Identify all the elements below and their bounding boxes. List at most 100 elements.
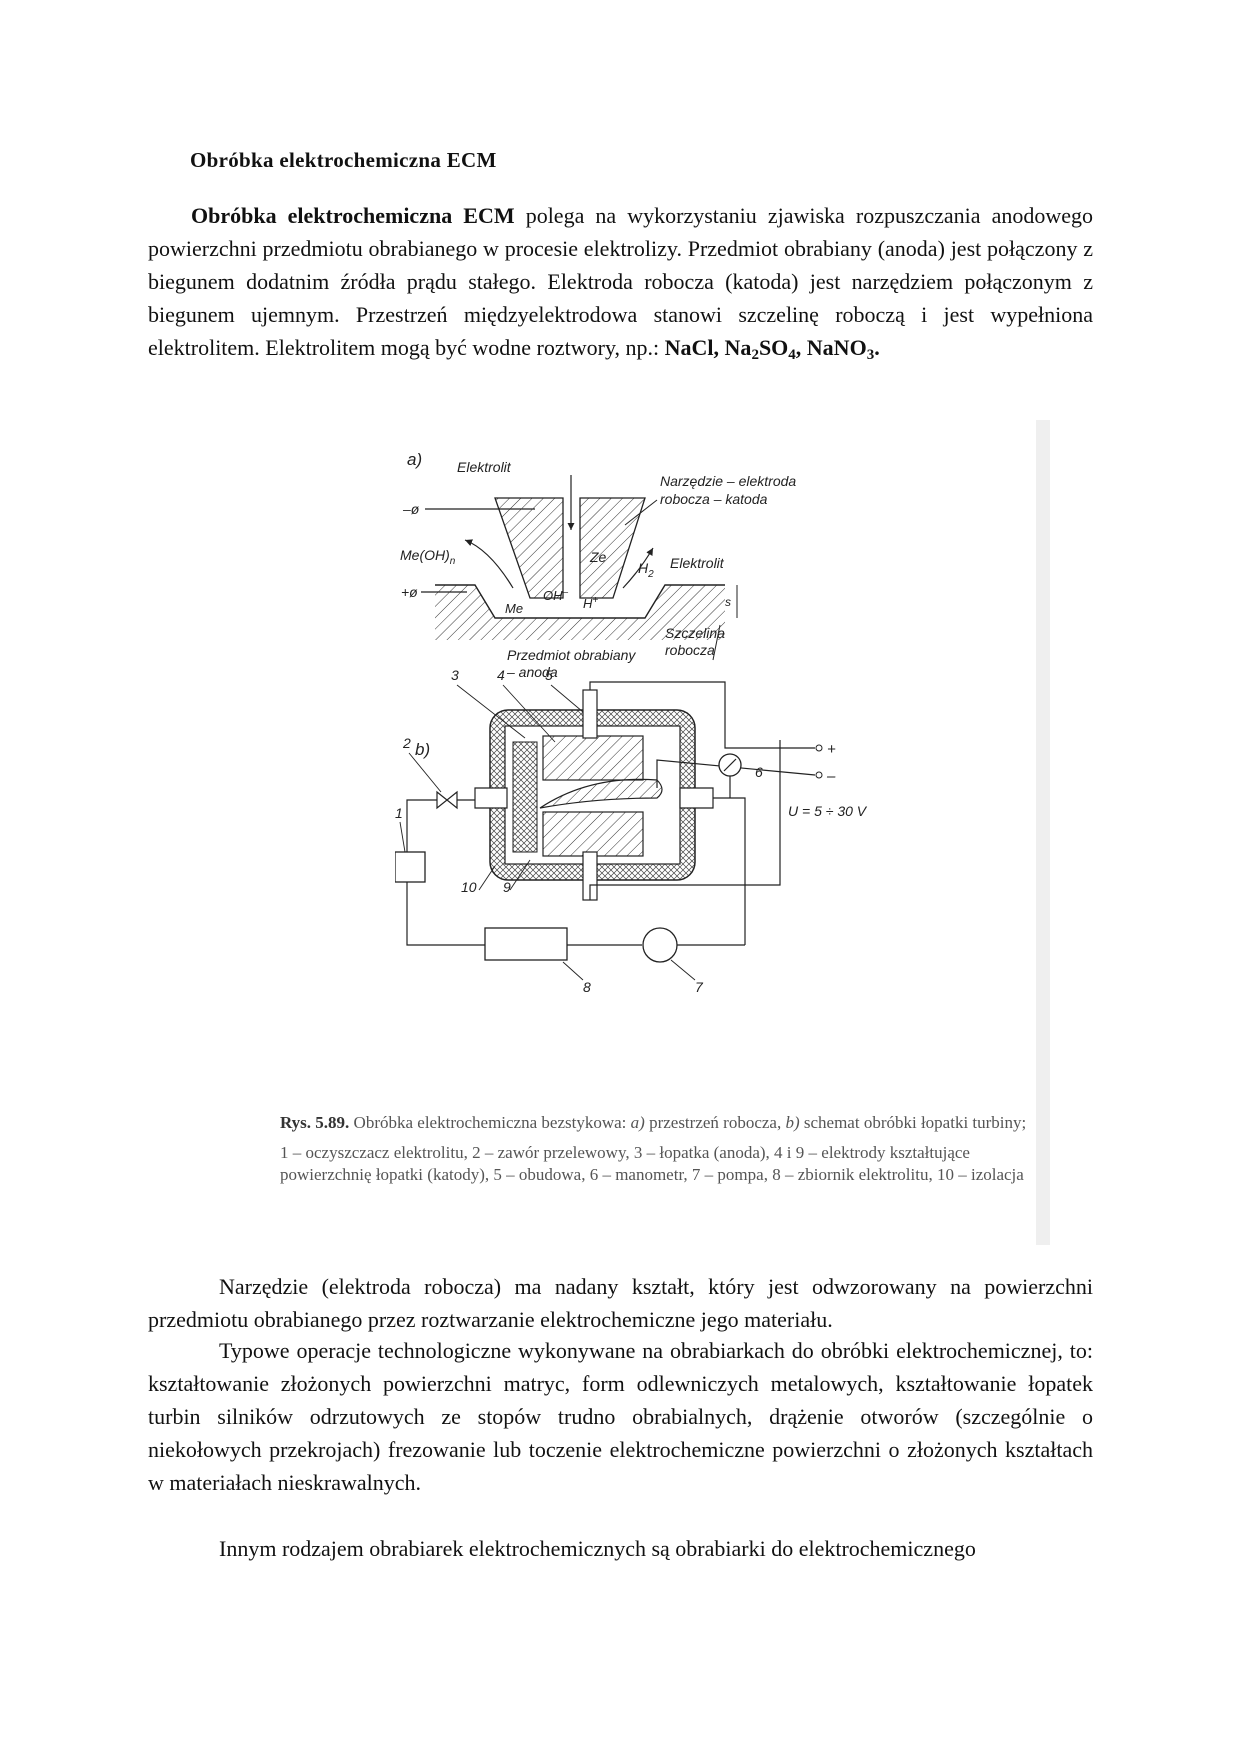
fig-b-number-8: 8 [583,979,591,995]
caption-number: Rys. 5.89. [280,1113,350,1132]
figure-a: a) Elektrolit –ø Narzędzie – elektroda r… [400,450,796,680]
fig-b-number-3: 3 [451,667,459,683]
formula-separator: , [713,335,725,360]
fig-b-cleaner-pipe-bottom [406,882,485,946]
fig-b-positive-sign: + [827,741,836,758]
caption-title: Rys. 5.89. Obróbka elektrochemiczna bezs… [280,1112,1035,1134]
fig-b-number-4: 4 [497,667,505,683]
caption-legend: 1 – oczyszczacz elektrolitu, 2 – zawór p… [280,1143,1024,1184]
fig-b-return-pipe [713,797,746,945]
caption-b-label: b) [785,1113,800,1132]
paragraph-tool-shape: Narzędzie (elektroda robocza) ma nadany … [148,1274,1093,1332]
fig-a-label: a) [407,450,422,469]
fig-b-number-9: 9 [503,879,511,895]
formula-na2so4: Na [724,335,752,360]
sentence-end: . [874,335,880,360]
fig-a-gap-s-label: s [725,595,731,609]
fig-a-me-label: Me [505,601,523,616]
fig-b-leader-8 [562,961,584,981]
fig-b-voltage-label: U = 5 ÷ 30 V [788,803,868,819]
fig-a-workpiece [435,585,725,640]
fig-b-leader-2 [408,752,442,793]
fig-b-inlet-nozzle [474,787,508,809]
subscript: 2 [751,347,759,363]
fig-a-workpiece-label-2: – anoda [506,664,558,680]
fig-b-leader-4 [502,684,556,743]
fig-b-electrolyte-tank [484,927,568,961]
fig-b-pump [642,927,678,963]
fig-a-tool-right-half [579,497,646,599]
fig-b-negative-terminal-point [815,771,823,779]
intro-paragraph: Obróbka elektrochemiczna ECM polega na w… [148,199,1093,364]
fig-b-leader-7 [670,959,696,981]
paragraph-other-machines: Innym rodzajem obrabiarek elektrochemicz… [219,1536,976,1561]
fig-b-relief-valve [436,790,458,810]
fig-b-number-7: 7 [695,979,704,995]
fig-a-flow-arrow-right [622,547,654,589]
fig-a-h2-label: H2 [638,560,654,580]
fig-a-positive-terminal: +ø [401,584,418,600]
fig-b-top-tube [582,689,598,739]
fig-b-negative-sign: – [826,768,836,785]
fig-a-oh-label: OH– [543,587,569,603]
fig-a-gap-label-1: Szczelina [665,625,725,641]
fig-a-h-plus-label: H+ [583,595,598,611]
fig-b-number-6: 6 [755,764,763,780]
formula-list: NaCl, Na2SO4, NaNO3. [664,335,880,363]
intro-text: polega na wykorzystaniu zjawiska rozpusz… [148,203,1093,360]
caption-text: schemat obróbki łopatki turbiny; [799,1113,1027,1132]
fig-b-leader-3 [456,684,526,739]
subscript: 4 [788,347,796,363]
section-heading: Obróbka elektrochemiczna ECM [190,148,497,172]
fig-b-number-2: 2 [402,735,411,751]
fig-a-flow-arrow-left [464,539,514,589]
fig-b-cleaner-pipe-top [406,799,437,852]
figure-caption: Rys. 5.89. Obróbka elektrochemiczna bezs… [280,1112,1035,1186]
fig-a-tool-label-2: robocza – katoda [660,491,768,507]
caption-text: Obróbka elektrochemiczna bezstykowa: [349,1113,631,1132]
fig-b-negative-wire [656,759,816,788]
subscript: 3 [866,347,875,363]
fig-b-lower-electrode [542,811,644,857]
formula-part: SO [758,335,789,360]
fig-b-number-10: 10 [461,879,477,895]
fig-a-negative-terminal: –ø [402,501,420,517]
fig-a-gap-label-2: robocza [665,642,715,658]
figure-b: b) + [395,667,868,995]
fig-a-gap-leader [712,624,721,661]
fig-a-tool-left-half [494,497,564,599]
formula-separator: , [795,335,807,360]
formula-nacl: NaCl [664,335,714,360]
fig-b-insulation [512,741,538,853]
ecm-figure-svg: a) Elektrolit –ø Narzędzie – elektroda r… [395,450,868,995]
fig-b-turbine-blade [539,778,663,809]
intro-bold-term: Obróbka elektrochemiczna ECM [191,203,515,228]
fig-b-manometer-needle [723,758,737,772]
fig-b-label: b) [415,740,430,759]
fig-b-leader-9 [509,859,531,891]
fig-b-leader-5 [550,684,584,713]
fig-b-positive-wire [589,681,815,749]
fig-a-workpiece-surface [435,584,725,619]
fig-b-positive-terminal-point [815,744,823,752]
fig-b-number-5: 5 [545,667,553,683]
fig-a-tool-label-1: Narzędzie – elektroda [660,473,796,489]
fig-a-workpiece-label-1: Przedmiot obrabiany [507,647,636,663]
fig-a-electrolyte-right-label: Elektrolit [670,555,725,571]
fig-a-ze-label: Ze [589,549,607,565]
fig-b-leader-1 [399,821,406,853]
paragraph-operations: Typowe operacje technologiczne wykonywan… [148,1338,1093,1495]
fig-b-outlet-nozzle [679,787,714,809]
fig-b-number-1: 1 [395,805,403,821]
caption-a-label: a) [630,1113,645,1132]
fig-b-upper-electrode [542,735,644,781]
fig-b-electrolyte-cleaner [395,851,426,883]
fig-b-leader-10 [478,865,496,891]
formula-nano3: NaNO [806,335,867,360]
scanned-figure: a) Elektrolit –ø Narzędzie – elektroda r… [395,420,1050,1245]
caption-text: przestrzeń robocza, [644,1113,786,1132]
fig-a-meoh-label: Me(OH)n [400,547,456,567]
fig-a-electrolyte-top-label: Elektrolit [457,459,512,475]
scan-edge-shadow [1036,420,1050,1245]
